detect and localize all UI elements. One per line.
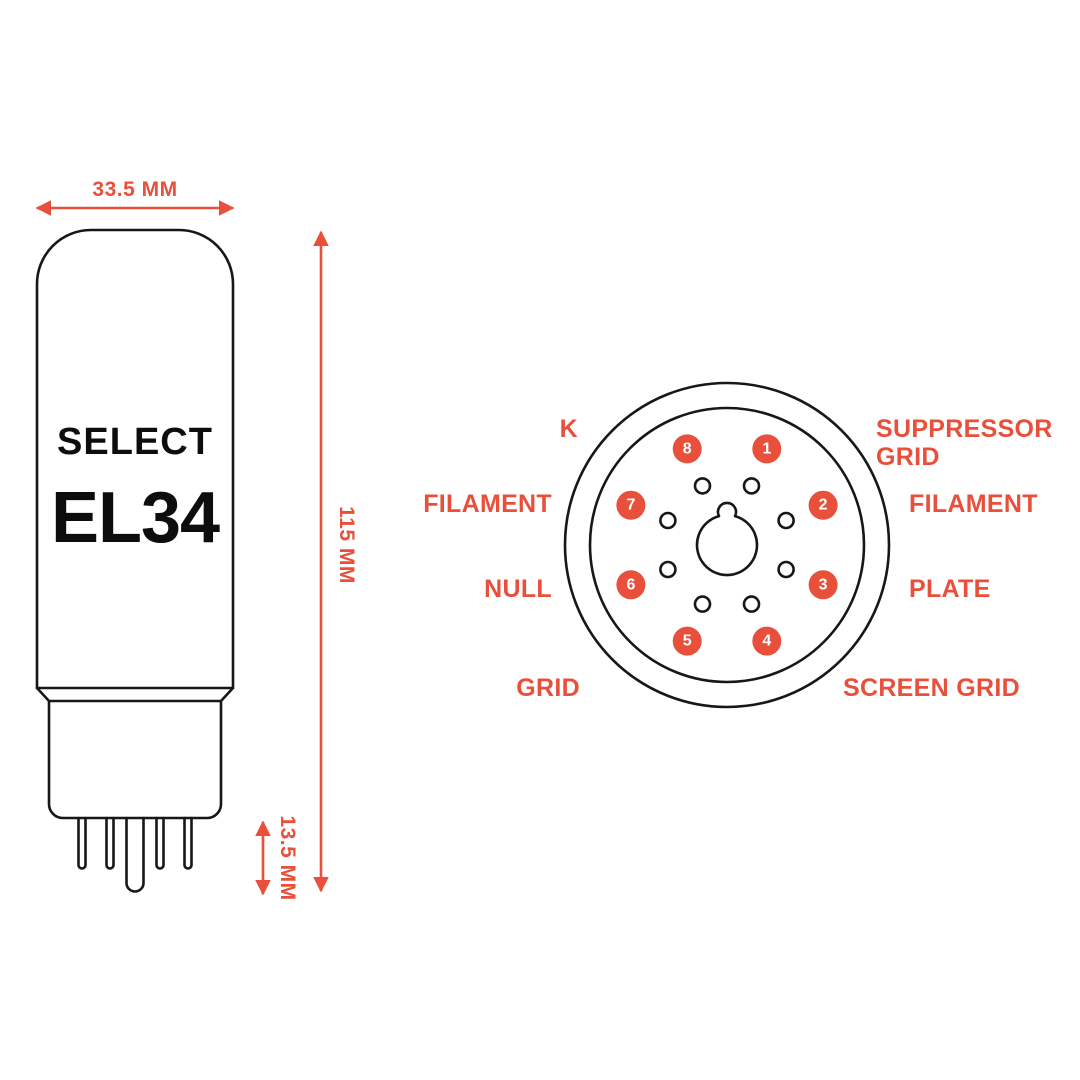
pin-3-number: 3 (819, 576, 828, 593)
label-filament-left: FILAMENT (423, 490, 552, 518)
tube-center-key-pin (125, 816, 145, 893)
pin-3-marker (808, 570, 838, 600)
label-k: K (560, 415, 578, 443)
pin-1-marker (752, 434, 782, 464)
socket-hole (659, 511, 677, 530)
dimension-annotations: 33.5 MM 115 MM 13.5 MM (35, 178, 358, 901)
pin-6-marker (616, 570, 646, 600)
tube-glass-outline (35, 228, 235, 690)
tube-pin-2 (105, 816, 115, 870)
pin-8-marker (672, 434, 702, 464)
label-grid: GRID (516, 674, 580, 702)
pinout-diagram: 1 2 3 4 5 6 7 8 K SUPPRESSOR GRID FILAME… (423, 381, 1053, 709)
socket-key-notch (695, 501, 759, 577)
pin-1-number: 1 (762, 440, 771, 457)
label-suppressor-grid-line1: SUPPRESSOR (876, 415, 1053, 443)
label-filament-right: FILAMENT (909, 490, 1038, 518)
pin-4-marker (752, 626, 782, 656)
label-plate: PLATE (909, 575, 991, 603)
socket-hole (659, 560, 677, 579)
socket-hole (777, 511, 795, 530)
tube-pin-3 (155, 816, 165, 870)
socket-hole (742, 595, 761, 613)
pin-5-number: 5 (683, 633, 692, 650)
label-suppressor-grid-line2: GRID (876, 443, 940, 471)
socket-inner-circle (588, 406, 866, 684)
pin-4-number: 4 (762, 633, 771, 650)
pin-2-marker (808, 490, 838, 520)
label-screen-grid: SCREEN GRID (843, 674, 1020, 702)
socket-hole (742, 477, 761, 495)
pin-2-number: 2 (819, 497, 828, 514)
tube-pin-1 (77, 816, 87, 870)
label-null: NULL (484, 575, 552, 603)
pin-8-number: 8 (683, 440, 692, 457)
tube-base (47, 699, 223, 820)
tube-base-step (35, 686, 235, 703)
pin-5-marker (672, 626, 702, 656)
socket-outer-circle (563, 381, 891, 709)
pin-7-marker (616, 490, 646, 520)
socket-hole (693, 595, 712, 613)
socket-hole (777, 560, 795, 579)
pin-7-number: 7 (626, 497, 635, 514)
height-dimension-label: 115 MM (335, 506, 358, 584)
tube-drawing: SELECT EL34 (35, 228, 235, 893)
tube-model-label: EL34 (51, 478, 220, 558)
width-dimension-label: 33.5 MM (92, 178, 177, 201)
tube-brand-label: SELECT (57, 421, 213, 463)
socket-hole (693, 477, 712, 495)
pin-length-dimension-label: 13.5 MM (276, 815, 299, 900)
pin-6-number: 6 (626, 576, 635, 593)
tube-pin-4 (183, 816, 193, 870)
